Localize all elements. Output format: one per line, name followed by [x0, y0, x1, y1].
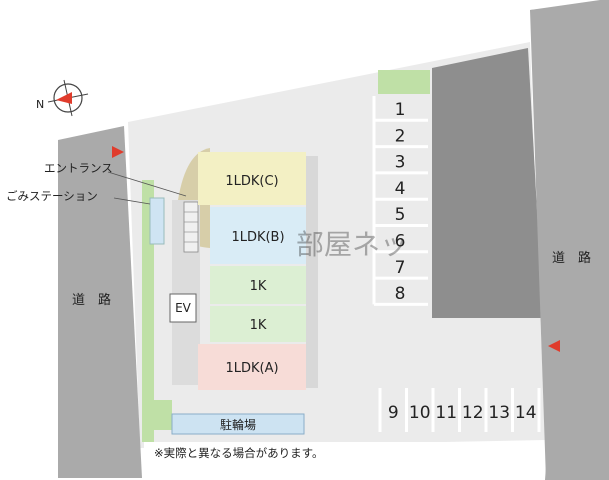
- unit-label: 1LDK(A): [225, 361, 278, 376]
- parking-slot-number: 4: [395, 179, 406, 199]
- entrance-leader: [107, 171, 187, 197]
- road-right-label: 道 路: [552, 250, 591, 266]
- bicycle-parking: [171, 413, 305, 435]
- unit-label: 1LDK(B): [231, 230, 284, 245]
- unit-1k-upper: [210, 266, 306, 304]
- parking-slot-number: 2: [395, 126, 406, 146]
- elevator-box: [169, 293, 197, 323]
- parking-slot-number: 1: [395, 100, 406, 120]
- unit-1ldk-b: [210, 207, 306, 264]
- elevator-label: EV: [175, 301, 192, 315]
- unit-1ldk-a: [198, 344, 306, 390]
- note-text: ※実際と異なる場合があります。: [154, 446, 323, 460]
- road-left-label: 道 路: [72, 292, 111, 308]
- garbage-station-leader: [113, 197, 151, 205]
- balcony: [306, 156, 318, 388]
- units: 1LDK(C) 1LDK(B) 1K 1K 1LDK(A): [198, 152, 318, 390]
- compass-north-label: N: [36, 98, 44, 111]
- green-strip-lower: [152, 400, 172, 430]
- unit-label: 1K: [250, 318, 267, 333]
- entry-marker-right: [548, 340, 560, 352]
- road-left: [58, 126, 142, 478]
- parking-slot-number: 5: [395, 205, 406, 225]
- neighbor-building: [432, 48, 543, 318]
- note-box: [144, 442, 544, 464]
- parking-slot-number: 9: [388, 403, 399, 423]
- compass-needle: [56, 92, 72, 104]
- unit-label: 1LDK(C): [225, 174, 278, 189]
- parking-slot-number: 8: [395, 284, 406, 304]
- entry-marker-left: [112, 146, 124, 158]
- bicycle-parking-label: 駐輪場: [220, 417, 256, 432]
- green-strip-top: [378, 70, 430, 94]
- compass: N: [36, 79, 89, 117]
- parking-slot-number: 7: [395, 258, 406, 278]
- unit-label: 1K: [250, 279, 267, 294]
- unit-1k-lower: [210, 306, 306, 342]
- watermark: 部屋ネッ: [296, 228, 408, 261]
- entrance-label: エントランス: [44, 161, 113, 175]
- parking-slot-number: 3: [395, 153, 406, 173]
- unit-1ldk-c: [198, 152, 306, 205]
- parking-slot-number: 11: [435, 403, 457, 423]
- parking-slot-number: 13: [488, 403, 510, 423]
- compass-ring: [53, 83, 83, 113]
- parking-slot-number: 14: [515, 403, 537, 423]
- garbage-station-box: [149, 197, 165, 245]
- garbage-station-label: ごみステーション: [6, 189, 98, 203]
- parking-slot-number: 12: [462, 403, 484, 423]
- parking-slot-number: 6: [395, 232, 406, 252]
- parking-slot-number: 10: [409, 403, 431, 423]
- parking-column: 1 2 3 4 5 6 7 8: [372, 96, 428, 306]
- stairs: [183, 201, 199, 253]
- green-strip-left: [142, 180, 154, 442]
